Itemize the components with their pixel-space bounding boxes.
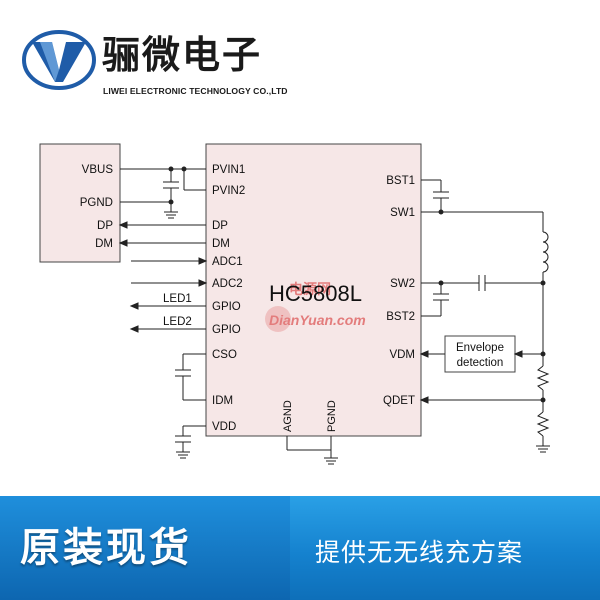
liwei-logo-icon: [22, 30, 96, 90]
pin-pvin1: PVIN1: [212, 164, 245, 176]
brand-name-en: LIWEI ELECTRONIC TECHNOLOGY CO.,LTD: [103, 86, 288, 96]
footer-right-text: 提供无无线充方案: [315, 538, 524, 567]
ext-label-pgnd: PGND: [80, 197, 113, 209]
pin-agnd: AGND: [282, 400, 294, 432]
led1-label: LED1: [163, 293, 192, 305]
chip-body: [205, 143, 422, 437]
pin-qdet: QDET: [383, 395, 415, 407]
ext-label-vbus: VBUS: [82, 164, 114, 176]
pin-bst1: BST1: [386, 175, 415, 187]
pin-adc1: ADC1: [212, 256, 243, 268]
chip-name: HC5808L: [269, 281, 362, 306]
watermark-cn: 电源网: [289, 281, 331, 297]
pin-cso: CSO: [212, 349, 237, 361]
pin-vdd: VDD: [212, 421, 236, 433]
footer-banner: 原装现货 提供无无线充方案: [0, 496, 600, 600]
pin-dm: DM: [212, 238, 230, 250]
pin-idm: IDM: [212, 395, 233, 407]
schematic-svg: 电源网 DianYuan.com HC5808L VBUS PGND DP DM…: [39, 143, 550, 465]
envelope-detection-box: [444, 335, 516, 373]
pin-sw1: SW1: [390, 207, 415, 219]
pin-pgnd: PGND: [326, 400, 338, 432]
footer-left-panel: 原装现货: [0, 496, 290, 600]
brand-name-cn: 骊微电子: [102, 33, 263, 77]
envelope-label-1: Envelope: [456, 342, 504, 354]
footer-left-text: 原装现货: [20, 525, 192, 571]
ext-label-dp: DP: [97, 220, 113, 232]
pin-adc2: ADC2: [212, 278, 243, 290]
pin-sw2: SW2: [390, 278, 415, 290]
led2-label: LED2: [163, 316, 192, 328]
pin-vdm: VDM: [389, 349, 415, 361]
pin-gpio-1: GPIO: [212, 301, 241, 313]
pin-gpio-2: GPIO: [212, 324, 241, 336]
pin-bst2: BST2: [386, 311, 415, 323]
ext-label-dm: DM: [95, 238, 113, 250]
watermark-text: DianYuan.com: [269, 312, 366, 328]
pin-pvin2: PVIN2: [212, 185, 245, 197]
circuit-diagram: 电源网 DianYuan.com HC5808L VBUS PGND DP DM…: [31, 132, 569, 470]
watermark-icon: 电源网 DianYuan.com: [265, 281, 366, 332]
pin-dp: DP: [212, 220, 228, 232]
envelope-label-2: detection: [457, 357, 504, 369]
external-device-box: [39, 143, 121, 263]
header: 骊微电子 LIWEI ELECTRONIC TECHNOLOGY CO.,LTD: [0, 0, 600, 120]
